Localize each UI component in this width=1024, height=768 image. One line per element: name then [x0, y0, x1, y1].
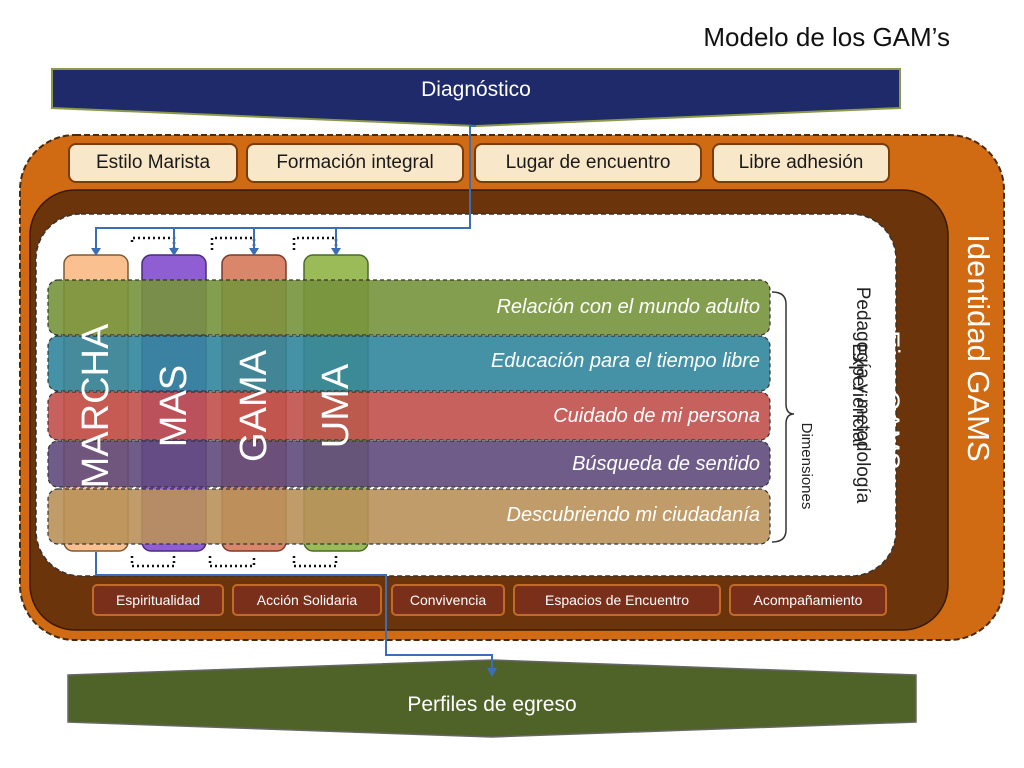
identity-gams-label: Identidad GAMS [961, 234, 996, 462]
connector-diagnostico [95, 125, 476, 250]
connector-egreso [95, 552, 493, 672]
axis-tag-convivencia: Convivencia [391, 584, 505, 616]
dimension-label-3: Cuidado de mi persona [553, 405, 760, 427]
dimension-label-5: Descubriendo mi ciudadanía [506, 504, 761, 526]
pedagogy-label-line2: Experiencial [848, 343, 869, 447]
transition-dotted-1 [130, 556, 176, 568]
connector-arrow-mas [169, 248, 179, 256]
identity-tag-formacion-integral: Formación integral [246, 143, 464, 183]
diagnostico-banner-label: Diagnóstico [421, 78, 531, 101]
axis-tag-accion-solidaria: Acción Solidaria [232, 584, 382, 616]
dimension-bar-4 [47, 440, 771, 488]
transition-dotted-5 [292, 556, 338, 568]
group-label-gama: GAMA [233, 350, 275, 462]
connector-arrow-egreso [487, 668, 497, 677]
dimension-label-4: Búsqueda de sentido [572, 453, 760, 475]
identity-tag-libre-adhesion: Libre adhesión [712, 143, 890, 183]
identity-tag-estilo-marista: Estilo Marista [68, 143, 238, 183]
connector-arrow-marcha [91, 248, 101, 256]
dimension-label-2: Educación para el tiempo libre [490, 350, 760, 372]
dimension-bar-3 [47, 391, 771, 441]
axis-tag-acompanamiento: Acompañamiento [729, 584, 887, 616]
axis-tag-espiritualidad: Espiritualidad [92, 584, 224, 616]
dimension-bar-1 [47, 279, 771, 336]
group-label-uma: UMA [315, 363, 357, 449]
dimension-label-1: Relación con el mundo adulto [496, 296, 760, 318]
perfiles-egreso-banner-label: Perfiles de egreso [407, 693, 577, 716]
identity-tag-lugar-encuentro: Lugar de encuentro [474, 143, 702, 183]
page-title: Modelo de los GAM’s [703, 22, 950, 52]
group-label-mas: MAS [153, 364, 195, 448]
ejes-gams-label: Ejes GAMS [875, 330, 905, 470]
top-banner-shape [51, 68, 901, 128]
axis-tag-espacios-encuentro: Espacios de Encuentro [513, 584, 721, 616]
dimensions-brace [771, 291, 795, 543]
group-label-marcha: MARCHA [75, 323, 117, 489]
connector-arrow-uma [331, 248, 341, 256]
connector-arrow-gama [249, 248, 259, 256]
dimensions-label: Dimensiones [798, 422, 815, 510]
transition-dotted-3 [208, 556, 256, 568]
dimension-bar-5 [47, 488, 771, 545]
dimension-bar-2 [47, 335, 771, 392]
